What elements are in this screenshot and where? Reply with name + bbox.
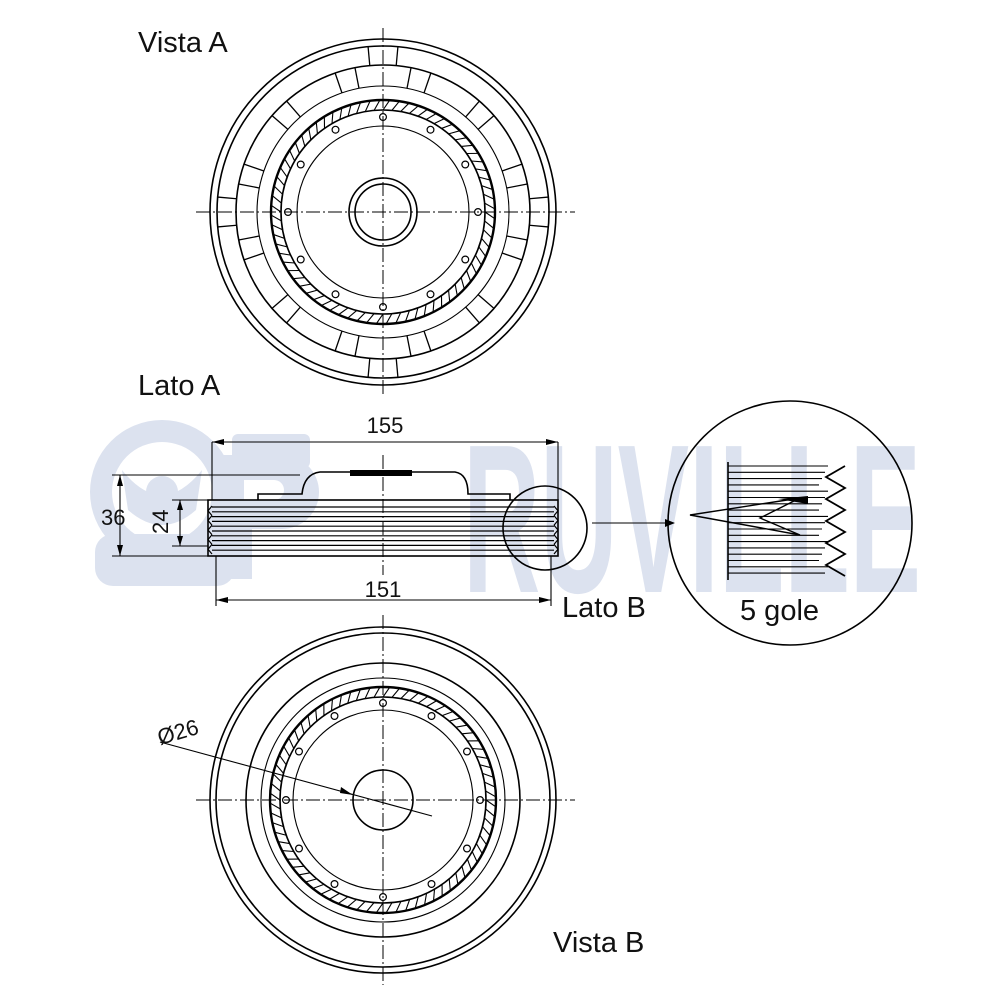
bore-diameter-label: Ø26 <box>154 714 201 749</box>
dimension-155-label: 155 <box>367 413 404 438</box>
view-b-drawing <box>160 615 575 985</box>
grooves-count-label: 5 gole <box>740 595 819 627</box>
dimension-151-label: 151 <box>365 577 402 602</box>
view-b-label: Vista B <box>553 927 644 959</box>
view-a-label: Vista A <box>138 27 228 59</box>
ruville-logo-emblem <box>90 420 319 586</box>
dimension-24-label: 24 <box>148 510 173 534</box>
dimension-36-label: 36 <box>101 505 125 530</box>
side-b-label: Lato B <box>562 592 646 624</box>
side-a-label: Lato A <box>138 370 221 402</box>
view-a-drawing <box>196 28 575 395</box>
brand-wordmark: RUVILLE <box>463 400 921 637</box>
